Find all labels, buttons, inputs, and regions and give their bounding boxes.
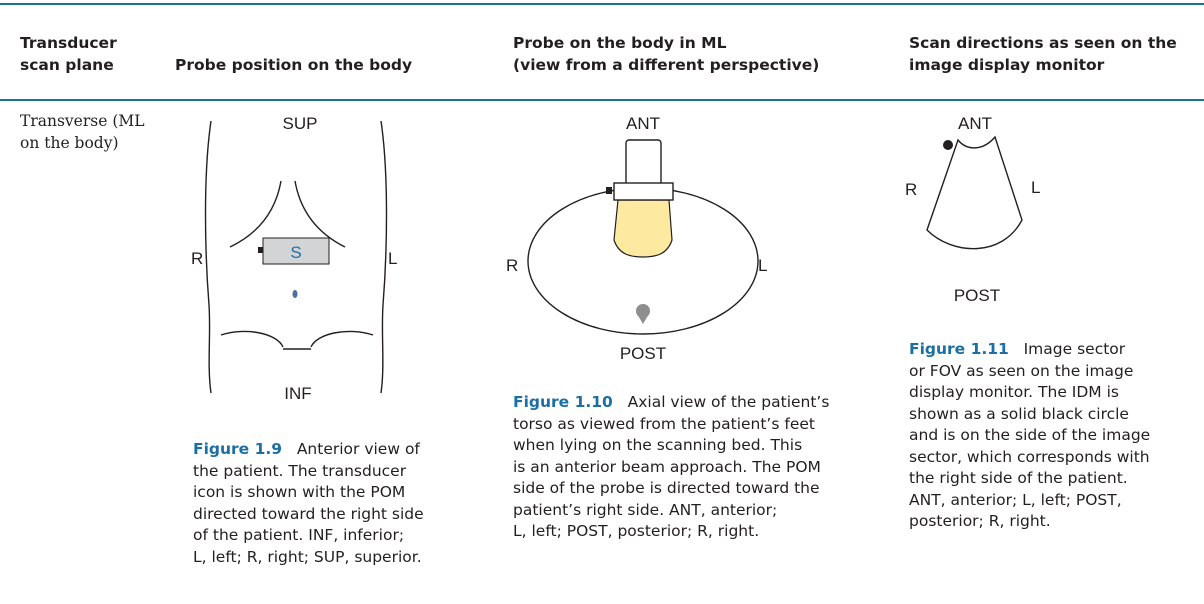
probe-handle xyxy=(626,140,661,185)
scan-plane-value: Transverse (ML on the body) xyxy=(20,110,145,154)
l-label: L xyxy=(1031,178,1040,197)
ultrasound-beam xyxy=(614,200,672,257)
post-label: POST xyxy=(954,286,1000,305)
header-probe-ml: Probe on the body in ML (view from a dif… xyxy=(513,32,819,76)
figure-1-9-text: Anterior view of the patient. The transd… xyxy=(193,440,424,566)
umbilicus xyxy=(293,290,298,298)
torso-right-edge xyxy=(206,121,212,393)
rib-arch-right xyxy=(230,181,281,247)
ant-label: ANT xyxy=(958,114,992,133)
figure-1-9-label: Figure 1.9 xyxy=(193,440,282,458)
figure-1-10-caption: Figure 1.10 Axial view of the patient’s … xyxy=(513,392,829,543)
pom-marker xyxy=(606,187,612,194)
rib-arch-left xyxy=(295,181,345,247)
post-label: POST xyxy=(620,344,666,363)
ant-label: ANT xyxy=(626,114,660,133)
probe-s-label: S xyxy=(290,243,301,262)
pom-marker xyxy=(258,247,263,253)
l-label: L xyxy=(388,249,397,268)
torso-left-edge xyxy=(381,121,387,393)
header-scan-plane: Transducer scan plane xyxy=(20,32,117,76)
iliac-crest-left xyxy=(311,331,373,347)
r-label: R xyxy=(191,249,203,268)
header-bottom-rule xyxy=(0,99,1204,101)
header-scan-directions: Scan directions as seen on the image dis… xyxy=(909,32,1177,76)
l-label: L xyxy=(758,256,767,275)
probe-head xyxy=(614,183,673,200)
table-top-rule xyxy=(0,3,1204,5)
image-sector xyxy=(927,137,1022,249)
figure-1-11-label: Figure 1.11 xyxy=(909,340,1009,358)
figure-1-10-text: Axial view of the patient’s torso as vie… xyxy=(513,393,829,540)
r-label: R xyxy=(905,180,917,199)
idm-marker xyxy=(943,140,953,150)
figure-1-11-sector-diagram: ANT R L POST xyxy=(905,105,1105,305)
figure-1-9-torso-diagram: SUP S R L INF xyxy=(185,105,425,405)
figure-1-9-caption: Figure 1.9 Anterior view of the patient.… xyxy=(193,439,424,568)
iliac-crest-right xyxy=(221,331,283,347)
figure-1-10-label: Figure 1.10 xyxy=(513,393,613,411)
header-probe-position: Probe position on the body xyxy=(175,54,412,76)
figure-1-11-caption: Figure 1.11 Image sector or FOV as seen … xyxy=(909,339,1150,533)
r-label: R xyxy=(506,256,518,275)
figure-1-10-axial-diagram: ANT R L POST xyxy=(515,105,805,365)
figure-1-11-text: Image sector or FOV as seen on the image… xyxy=(909,340,1150,530)
inf-label: INF xyxy=(284,384,311,403)
sup-label: SUP xyxy=(283,114,318,133)
